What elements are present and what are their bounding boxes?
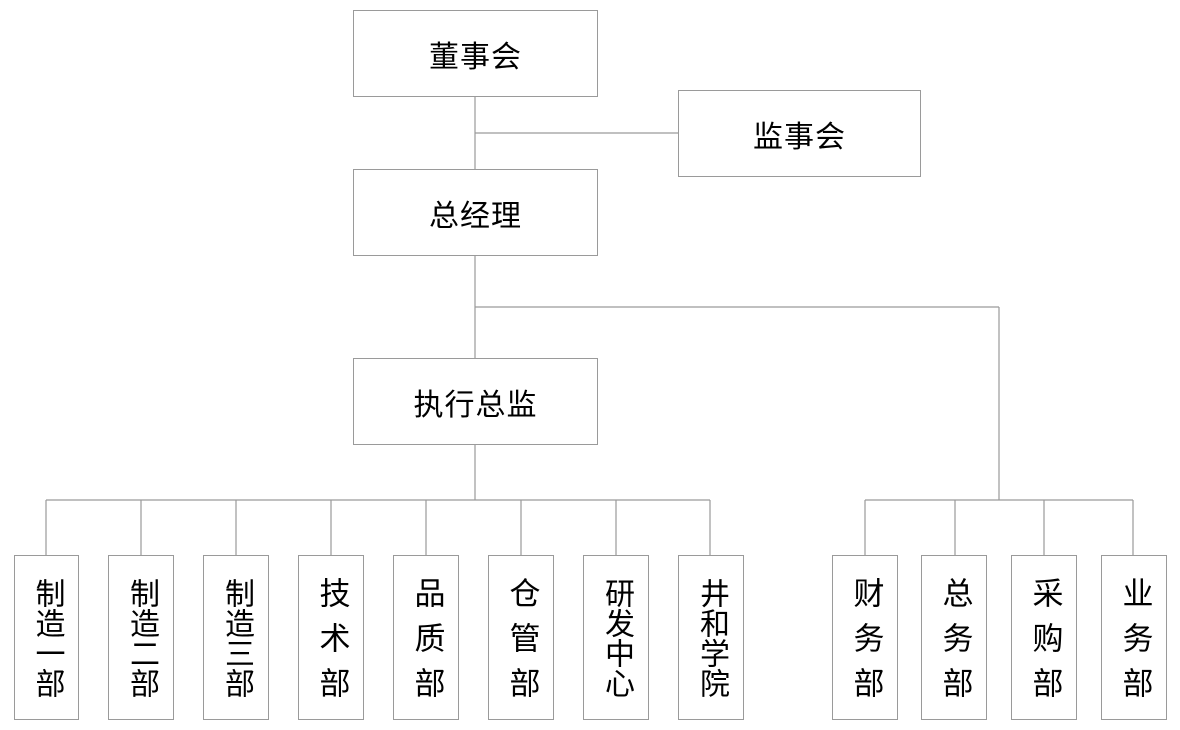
- general-manager-box: 总经理: [353, 169, 598, 256]
- dept-label: 制造二部: [124, 577, 159, 698]
- dept-label: 财务部: [847, 577, 884, 712]
- board-label: 董事会: [429, 39, 522, 75]
- executive-director-label: 执行总监: [413, 387, 538, 423]
- dept-box-manufacturing-3: 制造三部: [203, 555, 269, 720]
- board-box: 董事会: [353, 10, 598, 97]
- dept-label: 采购部: [1026, 577, 1063, 712]
- dept-box-purchasing: 采购部: [1011, 555, 1077, 720]
- dept-box-warehouse: 仓管部: [488, 555, 554, 720]
- dept-label: 制造一部: [29, 577, 65, 698]
- dept-label: 品质部: [408, 577, 445, 712]
- dept-box-rnd-center: 研发中心: [583, 555, 649, 720]
- supervisors-box: 监事会: [678, 90, 921, 177]
- dept-label: 研发中心: [599, 577, 634, 698]
- dept-box-finance: 财务部: [832, 555, 898, 720]
- dept-box-technology: 技术部: [298, 555, 364, 720]
- dept-box-academy: 井和学院: [678, 555, 744, 720]
- dept-box-manufacturing-2: 制造二部: [108, 555, 174, 720]
- dept-box-general-affairs: 总务部: [921, 555, 987, 720]
- supervisors-label: 监事会: [753, 119, 846, 155]
- dept-box-quality: 品质部: [393, 555, 459, 720]
- dept-label: 总务部: [936, 577, 973, 712]
- dept-box-manufacturing-1: 制造一部: [14, 555, 79, 720]
- dept-label: 业务部: [1116, 577, 1153, 712]
- dept-label: 技术部: [313, 577, 350, 712]
- executive-director-box: 执行总监: [353, 358, 598, 445]
- dept-label: 井和学院: [694, 577, 729, 698]
- general-manager-label: 总经理: [429, 198, 522, 234]
- dept-label: 仓管部: [503, 577, 540, 712]
- dept-box-sales: 业务部: [1101, 555, 1167, 720]
- dept-label: 制造三部: [219, 577, 254, 698]
